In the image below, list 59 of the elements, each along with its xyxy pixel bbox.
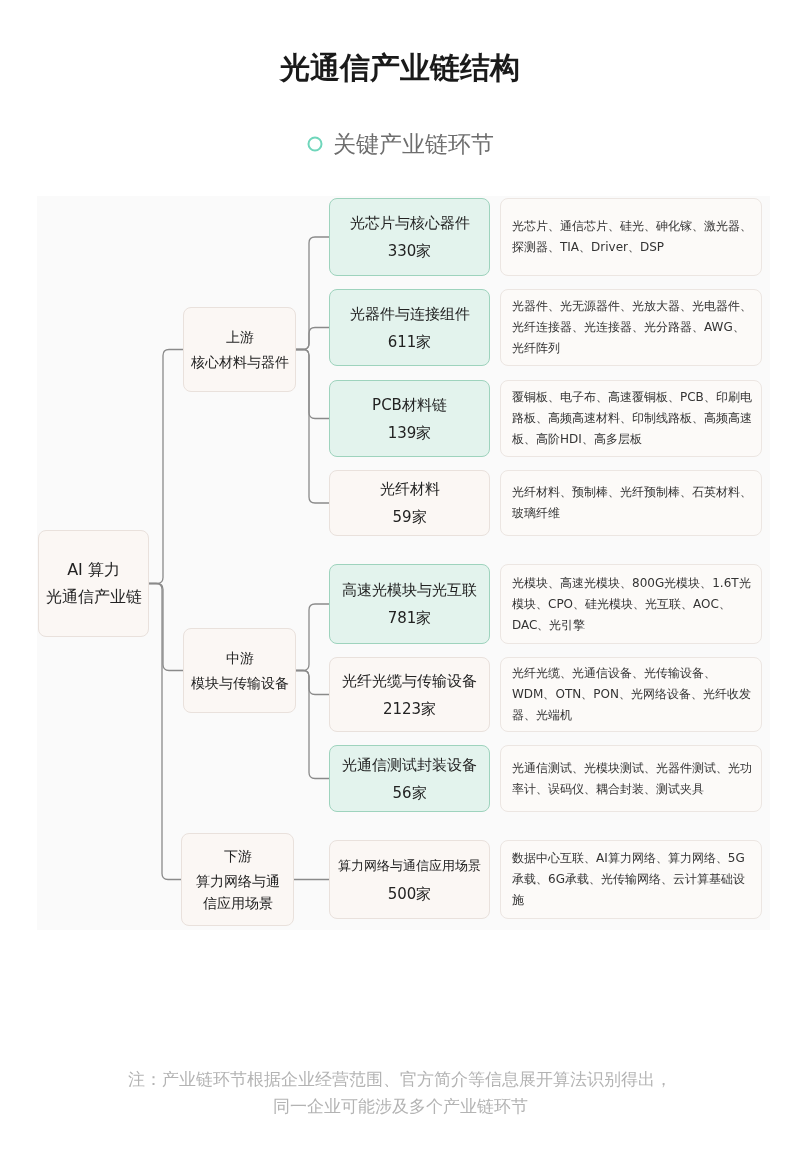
connector-line (295, 669, 330, 780)
item-list-text: 光纤材料、预制棒、光纤预制棒、石英材料、玻璃纤维 (512, 484, 753, 522)
connector-line (293, 878, 330, 881)
company-count: 139家 (387, 422, 432, 444)
segment-box (329, 840, 490, 919)
stage-description: 模块与传输设备 (190, 674, 289, 693)
root-box (38, 530, 149, 637)
segment-name: 光器件与连接组件 (349, 303, 470, 325)
segment-name: 光纤材料 (379, 479, 440, 500)
diagram-title: 光通信产业链结构 (280, 49, 520, 87)
stage-box (181, 833, 294, 926)
item-list-text: 光纤光缆、光通信设备、光传输设备、WDM、OTN、PON、光网络设备、光纤收发器、光端机 (512, 665, 752, 724)
segment-name: 算力网络与通信应用场景 (338, 856, 481, 875)
item-list-text: 覆铜板、电子布、高速覆铜板、PCB、印刷电路板、高频高速材料、印制线路板、高频高速板、高阶HDI、高多层板 (512, 389, 753, 448)
segment-box (329, 289, 490, 366)
company-count: 330家 (387, 241, 432, 262)
connector-line (148, 582, 182, 881)
item-list-box (500, 289, 762, 366)
segment-name: 光纤光缆与传输设备 (342, 670, 477, 692)
item-list-box (500, 198, 762, 276)
segment-name: 高速光模块与光互联 (342, 580, 477, 601)
item-list-text: 数据中心互联、AI算力网络、算力网络、5G承载、6G承载、光传输网络、云计算基础设施 (512, 850, 746, 909)
segment-box (329, 564, 490, 644)
stage-box (183, 628, 296, 713)
stage-title: 中游 (225, 649, 254, 668)
segment-name: 光通信测试封装设备 (342, 754, 477, 776)
company-count: 500家 (387, 883, 432, 905)
connector-line (295, 348, 330, 504)
stage-description: 核心材料与器件 (190, 353, 289, 372)
item-list-text: 光器件、光无源器件、光放大器、光电器件、光纤连接器、光连接器、光分路器、AWG、光纤阵列 (512, 298, 753, 357)
item-list-box (500, 840, 762, 919)
segment-box (329, 745, 490, 812)
item-list-box (500, 657, 762, 732)
segment-box (329, 470, 490, 536)
stage-description: 算力网络与通信应用场景 (194, 872, 281, 913)
footnote: 注：产业链环节根据企业经营范围、官方简介等信息展开算法识别得出，同一企业可能涉及多个产业链环节 (127, 1068, 673, 1118)
root-title: AI 算力 (67, 559, 120, 581)
segment-box (329, 380, 490, 457)
company-count: 781家 (387, 608, 432, 629)
stage-box (183, 307, 296, 392)
item-list-box (500, 745, 762, 812)
company-count: 611家 (387, 331, 432, 353)
item-list-box (500, 470, 762, 536)
item-list-text: 光模块、高速光模块、800G光模块、1.6T光模块、CPO、硅光模块、光互联、AOC、DAC、光引擎 (512, 574, 752, 634)
item-list-text: 光芯片、通信芯片、硅光、砷化镓、激光器、探测器、TIA、Driver、DSP (512, 218, 753, 256)
item-list-box (500, 564, 762, 644)
company-count: 59家 (392, 507, 427, 528)
segment-box (329, 657, 490, 732)
segment-box (329, 198, 490, 276)
item-list-box (500, 380, 762, 457)
segment-name: 光芯片与核心器件 (349, 213, 470, 234)
section-subtitle: 关键产业链环节 (332, 130, 494, 159)
stage-title: 上游 (225, 328, 254, 347)
item-list-text: 光通信测试、光模块测试、光器件测试、光功率计、误码仪、耦合封装、测试夹具 (512, 759, 753, 798)
root-subtitle: 光通信产业链 (45, 586, 142, 608)
segment-name: PCB材料链 (372, 394, 447, 416)
company-count: 2123家 (382, 698, 437, 720)
stage-title: 下游 (223, 847, 252, 866)
company-count: 56家 (392, 782, 427, 804)
